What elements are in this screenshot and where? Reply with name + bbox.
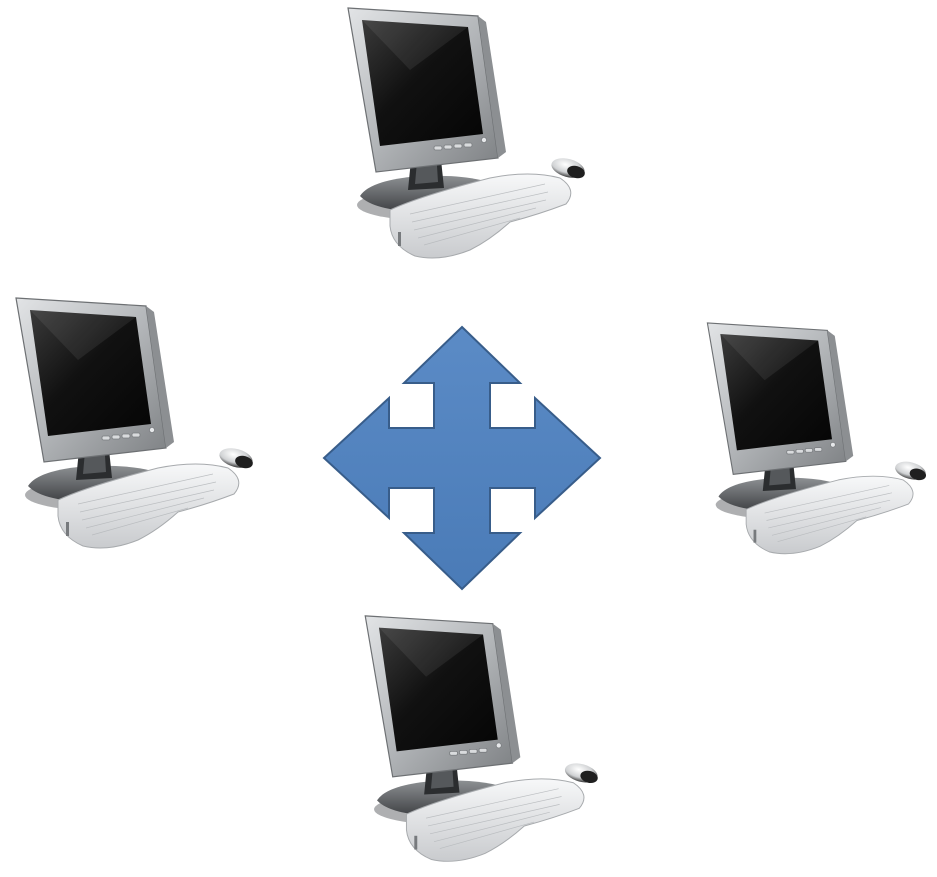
desktop-computer-icon (8, 290, 268, 565)
four-way-arrow-icon (322, 325, 604, 591)
computer-node-right (700, 305, 937, 580)
desktop-computer-icon (700, 305, 937, 580)
four-way-arrow (322, 325, 604, 596)
desktop-computer-icon (340, 0, 600, 275)
computer-node-left (8, 290, 268, 565)
desktop-computer-icon (355, 608, 615, 877)
computer-node-bottom (355, 608, 615, 877)
computer-node-top (340, 0, 600, 275)
